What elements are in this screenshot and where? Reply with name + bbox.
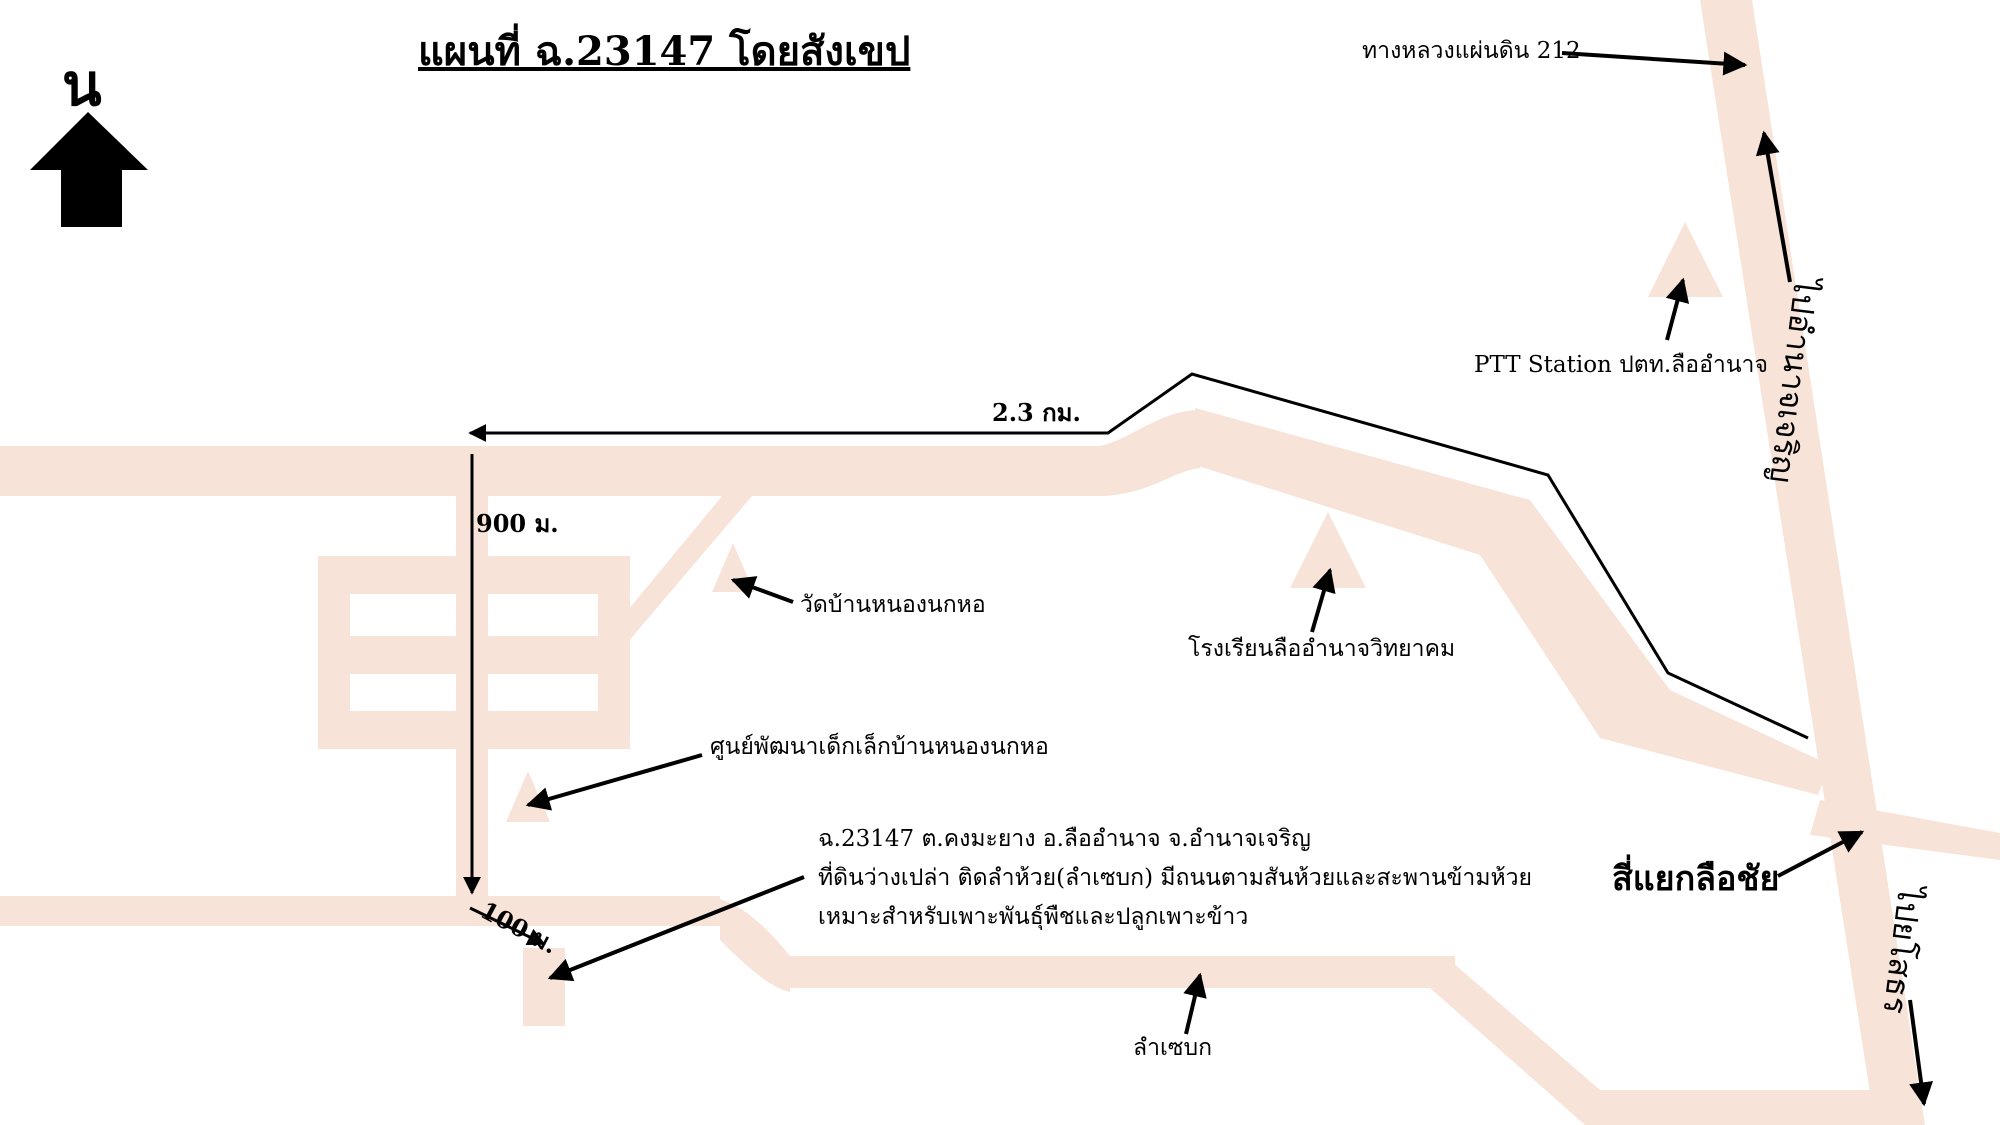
lower-road-middle: [780, 956, 1455, 988]
village-right-lane: [598, 556, 630, 749]
stream-label: ลำเซบก: [1133, 1035, 1213, 1061]
highway-label: ทางหลวงแผ่นดิน 212: [1362, 38, 1581, 64]
village-left-lane: [318, 556, 350, 749]
ptt-pointer-arrow: [1665, 277, 1690, 341]
north-label: น: [62, 51, 102, 119]
temple-label: วัดบ้านหนองนกหอ: [800, 592, 986, 618]
temple-pointer-arrow: [730, 576, 794, 604]
landmark-triangle-icon: [1290, 512, 1366, 588]
upper-road-west: [0, 446, 1105, 496]
plot-description-line2: ที่ดินว่างเปล่า ติดลำห้วย(ลำเซบก) มีถนนต…: [818, 865, 1533, 891]
route-100m-line: [469, 906, 546, 946]
upper-road-east: [1195, 408, 1830, 795]
child-center-pointer-arrow: [525, 753, 703, 811]
distance-900m-label: 900 ม.: [476, 509, 559, 538]
lower-road-west: [0, 896, 720, 926]
school-label: โรงเรียนลืออำนาจวิทยาคม: [1188, 636, 1456, 662]
intersection-label: สี่แยกลือชัย: [1612, 859, 1780, 899]
route-lines: [463, 51, 1934, 1107]
intersection-east-road: [1810, 800, 2000, 860]
landmark-triangle-icon: [506, 771, 550, 822]
to-yasothon-arrow: [1908, 999, 1934, 1107]
to-amnat-arrow: [1755, 130, 1792, 283]
upper-road-bend: [1100, 410, 1200, 496]
highway-212-road: [1700, 0, 1925, 1125]
intersection-pointer-arrow: [1777, 830, 1865, 878]
landmark-triangle-icon: [1648, 222, 1723, 297]
lower-road-curve: [700, 896, 790, 992]
village-diagonal-lane: [628, 496, 752, 642]
lower-road-east: [1430, 956, 1880, 1125]
map-title: แผนที่ ฉ.23147 โดยสังเขป: [418, 28, 911, 75]
plot-description-line1: ฉ.23147 ต.คงมะยาง อ.ลืออำนาจ จ.อำนาจเจริ…: [818, 826, 1311, 852]
school-pointer-arrow: [1310, 567, 1336, 633]
child-center-label: ศูนย์พัฒนาเด็กเล็กบ้านหนองนกหอ: [710, 734, 1049, 760]
ptt-label: PTT Station ปตท.ลืออำนาจ: [1474, 352, 1768, 378]
plot-stub: [523, 948, 565, 1026]
plot-description-line3: เหมาะสำหรับเพาะพันธุ์พืชและปลูกเพาะข้าว: [818, 904, 1249, 930]
highway-pointer-arrow: [1561, 51, 1748, 76]
north-arrow-icon: [30, 112, 148, 227]
plot-pointer-arrow: [547, 875, 805, 982]
stream-pointer-arrow: [1183, 972, 1207, 1035]
route-line: [468, 372, 1809, 740]
distance-2-3km-label: 2.3 กม.: [992, 398, 1081, 427]
